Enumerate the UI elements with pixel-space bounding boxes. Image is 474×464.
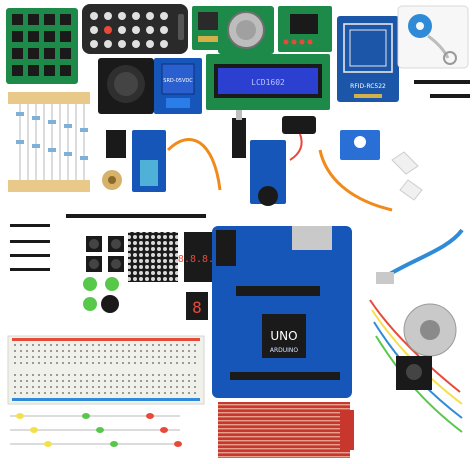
rfid-label: RFID-RC522	[350, 83, 386, 90]
membrane-keypad	[6, 8, 78, 84]
ic-chip	[106, 130, 126, 158]
pin-headers	[414, 80, 470, 98]
rfid-module: RFID-RC522	[337, 16, 399, 102]
stepper-motor	[403, 303, 457, 357]
single-7seg: 8	[186, 292, 208, 320]
arduino-uno-board: UNO ARDUINO	[212, 226, 352, 398]
push-buttons	[86, 236, 124, 272]
seven-segment-four-digit: 8.8.8.8	[178, 232, 220, 282]
stepper-driver-board	[278, 6, 332, 52]
relay-label: SRD-05VDC	[163, 78, 193, 84]
rotary-encoder	[396, 356, 432, 390]
uno-brand: UNO	[270, 329, 297, 343]
rtc-module	[218, 6, 274, 54]
water-level-sensor	[218, 402, 354, 458]
rfid-card-and-fob	[397, 5, 469, 69]
servo-horns	[391, 151, 423, 201]
joystick-module	[98, 58, 154, 114]
sound-sensor-module	[250, 140, 286, 206]
uno-sub: ARDUINO	[270, 347, 299, 354]
ir-remote	[82, 4, 188, 54]
usb-cable	[376, 228, 464, 284]
pin-header-strip	[66, 214, 206, 218]
dht-sensor-module	[132, 130, 166, 192]
lcd-1602-module: LCD1602	[206, 54, 330, 110]
seven-seg-single-text: 8	[192, 298, 202, 317]
seven-seg-four-text: 8.8.8.8	[178, 254, 220, 265]
potentiometer	[102, 170, 122, 190]
battery-clip	[282, 116, 316, 161]
servo-motor	[340, 130, 380, 160]
jumper-wires	[166, 138, 393, 212]
dc-jack-cable	[232, 110, 246, 158]
lcd-text: LCD1602	[251, 78, 285, 87]
led-matrix	[128, 232, 178, 282]
breadboard	[7, 335, 205, 405]
small-components	[10, 224, 50, 271]
relay-module: SRD-05VDC	[154, 58, 202, 114]
resistor-bundle	[8, 92, 90, 192]
led-bundle	[10, 413, 182, 447]
button-caps-and-buzzer	[83, 277, 119, 313]
